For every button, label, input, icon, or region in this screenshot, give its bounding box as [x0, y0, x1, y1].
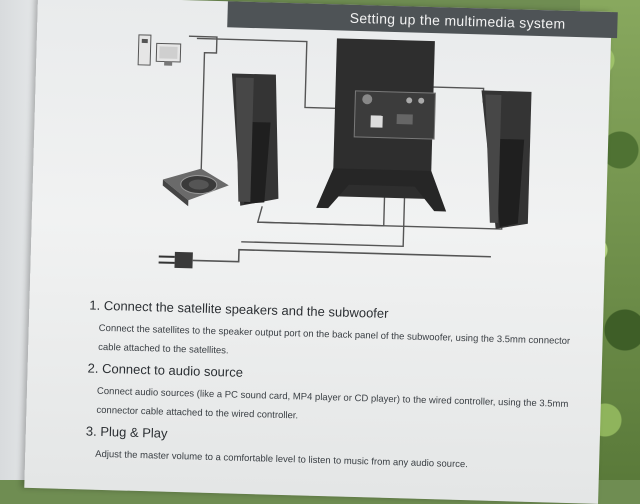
pc-icon — [137, 34, 182, 66]
connection-diagram — [137, 34, 532, 269]
manual-page: Setting up the multimedia system — [24, 0, 618, 504]
step-2: 2. Connect to audio source Connect audio… — [86, 361, 587, 434]
wired-controller-icon — [162, 168, 229, 207]
satellite-speaker-icon — [231, 73, 279, 206]
subwoofer-icon — [316, 38, 447, 212]
power-plug-icon — [158, 248, 491, 269]
step-3: 3. Plug & Play Adjust the master volume … — [85, 424, 586, 478]
satellite-speaker-icon-right — [481, 90, 532, 229]
instruction-steps: 1. Connect the satellite speakers and th… — [85, 298, 590, 482]
step-1: 1. Connect the satellite speakers and th… — [88, 298, 589, 371]
